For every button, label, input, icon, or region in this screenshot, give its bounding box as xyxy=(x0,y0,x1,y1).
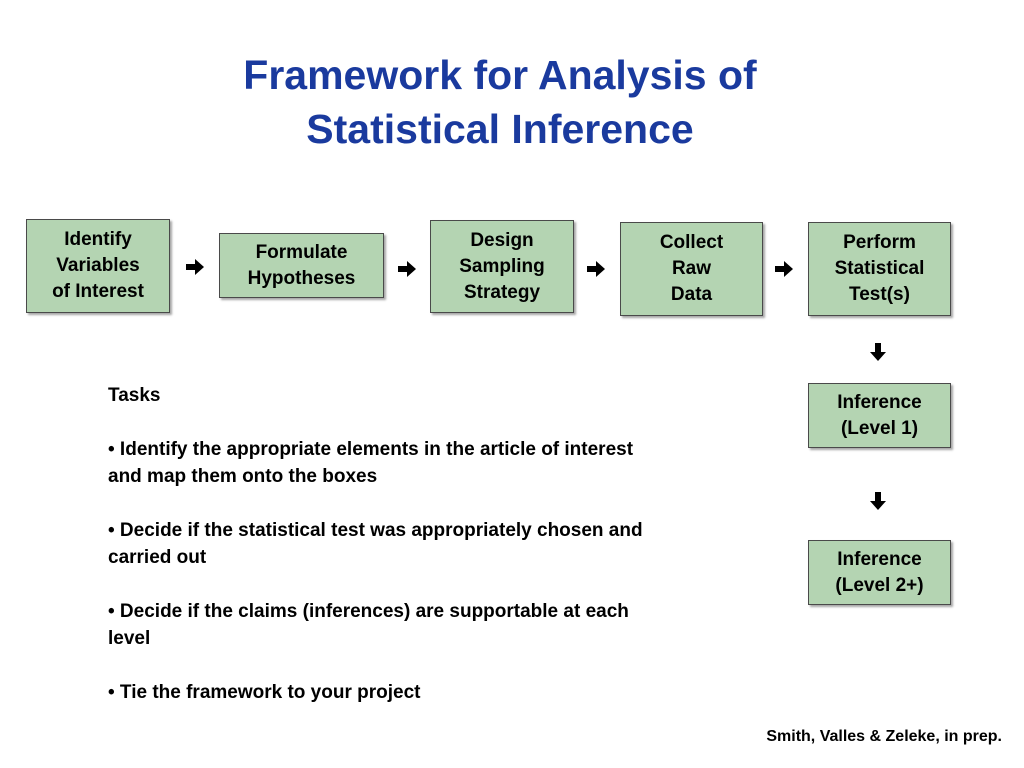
title-line-2: Statistical Inference xyxy=(306,106,694,152)
arrow-right-icon xyxy=(587,261,605,277)
box-line: Hypotheses xyxy=(247,267,356,289)
tasks-section: Tasks • Identify the appropriate element… xyxy=(108,382,668,733)
arrow-right-icon xyxy=(398,261,416,277)
box-line: Raw xyxy=(671,258,712,279)
task-item: • Decide if the claims (inferences) are … xyxy=(108,601,629,649)
arrow-down-icon xyxy=(870,343,886,361)
citation: Smith, Valles & Zeleke, in prep. xyxy=(766,728,1002,745)
box-line: Data xyxy=(670,284,713,305)
box-line: Inference xyxy=(837,548,922,570)
box-line: Statistical xyxy=(834,258,925,279)
box-line: Sampling xyxy=(459,255,545,277)
box-collect-raw-data: Collect Raw Data xyxy=(620,222,763,316)
arrow-right-icon xyxy=(186,259,204,275)
task-item: • Decide if the statistical test was app… xyxy=(108,520,643,568)
box-inference-level-2: Inference (Level 2+) xyxy=(808,540,951,605)
arrow-right-icon xyxy=(775,261,793,277)
box-line: Design xyxy=(470,229,534,251)
arrow-down-icon xyxy=(870,492,886,510)
box-line: Inference xyxy=(837,391,922,413)
box-line: of Interest xyxy=(52,281,144,302)
box-line: (Level 2+) xyxy=(835,574,924,596)
box-line: Formulate xyxy=(255,241,348,263)
slide-title: Framework for Analysis of Statistical In… xyxy=(0,48,1000,156)
box-line: Identify xyxy=(64,229,132,250)
box-line: Strategy xyxy=(463,281,541,303)
box-line: (Level 1) xyxy=(840,417,919,439)
box-design-sampling-strategy: Design Sampling Strategy xyxy=(430,220,574,313)
tasks-heading: Tasks xyxy=(108,385,161,406)
title-line-1: Framework for Analysis of xyxy=(243,52,757,98)
box-identify-variables: Identify Variables of Interest xyxy=(26,219,170,313)
box-perform-statistical-tests: Perform Statistical Test(s) xyxy=(808,222,951,316)
box-line: Collect xyxy=(659,232,724,253)
box-line: Test(s) xyxy=(849,284,910,305)
task-item: • Identify the appropriate elements in t… xyxy=(108,439,634,487)
box-line: Variables xyxy=(56,255,140,276)
box-inference-level-1: Inference (Level 1) xyxy=(808,383,951,448)
task-item: • Tie the framework to your project xyxy=(108,682,421,703)
box-line: Perform xyxy=(843,232,916,253)
box-formulate-hypotheses: Formulate Hypotheses xyxy=(219,233,384,298)
